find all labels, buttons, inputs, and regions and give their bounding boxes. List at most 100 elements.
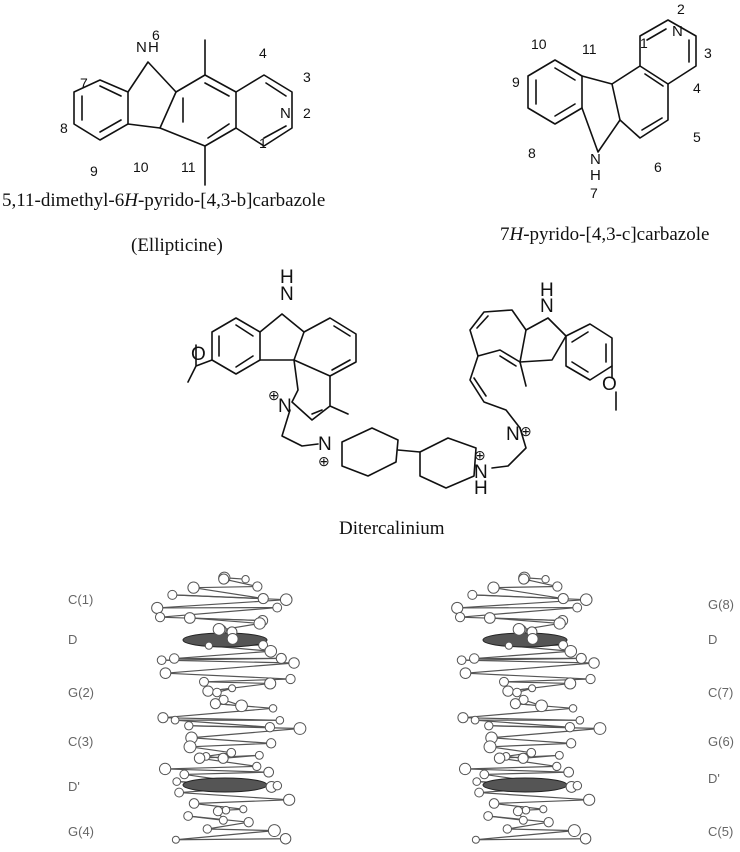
charge-left-2: ⊕ <box>318 453 330 469</box>
atom-ball <box>456 655 467 666</box>
ellipticine-structure <box>73 39 293 186</box>
bond-stick <box>494 799 590 805</box>
locant-2: 2 <box>303 105 311 121</box>
atom-ball <box>526 632 539 645</box>
atom-ball <box>183 740 197 754</box>
atom-ball <box>459 667 472 680</box>
atom-ball <box>539 805 548 814</box>
atom-ball <box>564 644 578 658</box>
atom-ball <box>472 777 482 786</box>
atom-ball <box>488 798 500 809</box>
locant-b9: 9 <box>512 74 520 90</box>
bond-stick <box>488 725 600 730</box>
atom-ball <box>188 798 200 809</box>
bond-stick <box>161 659 295 664</box>
atom-ball <box>154 612 166 623</box>
atom-ball <box>212 687 222 698</box>
pyridocarbazole-structure <box>527 19 697 153</box>
bond-stick <box>160 606 278 618</box>
atom-ball <box>158 762 172 776</box>
atom-ball <box>241 575 250 584</box>
bond-stick <box>175 829 275 841</box>
atom-ball <box>593 722 607 735</box>
atom-ball <box>253 617 266 630</box>
atom-ball <box>212 806 224 817</box>
atom-ball <box>512 687 522 698</box>
bond-stick <box>189 742 272 748</box>
charge-right-2: ⊕ <box>474 447 486 463</box>
label-left-c3: C(3) <box>68 734 93 749</box>
bond-stick <box>503 678 591 683</box>
bond-stick <box>488 815 549 823</box>
atom-ball <box>583 793 596 806</box>
atom-ball <box>457 712 469 724</box>
locant-b1: 1 <box>640 35 648 51</box>
atom-ball <box>563 766 575 778</box>
bond-stick <box>493 585 558 589</box>
atom-ball <box>474 787 485 798</box>
label-left-c1: C(1) <box>68 592 93 607</box>
locant-b6: 6 <box>654 159 662 175</box>
bond-stick <box>484 771 569 776</box>
atom-ball <box>267 824 281 838</box>
bond-stick <box>491 727 600 739</box>
atom-ball <box>483 740 497 754</box>
bond-stick <box>193 585 258 589</box>
atom-ball <box>218 815 228 825</box>
atom-ball <box>169 653 180 664</box>
n2b-atom: N <box>672 23 683 40</box>
atom-ball <box>279 593 293 606</box>
label-left-g2: G(2) <box>68 685 94 700</box>
atom-ball <box>575 652 587 664</box>
label-right-c5: C(5) <box>708 824 733 839</box>
bond-stick <box>461 659 595 664</box>
charge-right-1: ⊕ <box>520 423 532 439</box>
locant-b4: 4 <box>693 80 701 96</box>
bond-stick <box>188 815 249 823</box>
n2-atom: N <box>280 105 291 122</box>
atom-ball <box>487 581 500 594</box>
bond-stick <box>507 828 575 832</box>
bond-stick <box>179 791 290 801</box>
label-left-dprime: D' <box>68 779 80 794</box>
atom-ball <box>504 641 513 650</box>
stereo-view-right <box>451 571 607 845</box>
locant-8: 8 <box>60 120 68 136</box>
ellipticine-common-name: (Ellipticine) <box>131 235 223 256</box>
atom-ball <box>263 766 275 778</box>
atom-ball <box>167 589 178 600</box>
atom-ball <box>183 811 193 821</box>
locant-b3: 3 <box>704 45 712 61</box>
label-left-g4: G(4) <box>68 824 94 839</box>
chromophore-d <box>482 632 568 648</box>
atom-ball <box>467 589 478 600</box>
atom-ball <box>202 685 214 697</box>
atom-ball <box>552 581 563 592</box>
atom-ball <box>157 712 169 724</box>
atom-ball <box>585 673 596 685</box>
atom-ball <box>512 622 526 636</box>
atom-ball <box>199 676 209 687</box>
atom-ball <box>471 835 480 844</box>
ditercalinium-n-pip-right: N <box>474 462 488 483</box>
atom-ball <box>479 769 490 780</box>
bond-stick <box>189 617 260 625</box>
bond-stick <box>188 725 300 730</box>
bond-stick <box>499 757 557 768</box>
ellipticine-systematic-name: 5,11-dimethyl-6H-pyrido-[4,3-b]carbazole <box>2 190 325 211</box>
atom-ball <box>483 811 493 821</box>
atom-ball <box>568 704 578 713</box>
atom-ball <box>567 824 581 838</box>
locant-b7: 7 <box>590 185 598 201</box>
atom-ball <box>228 684 237 693</box>
atom-ball <box>204 641 213 650</box>
chromophore-dprime <box>182 777 268 793</box>
atom-ball <box>564 677 577 690</box>
atom-ball <box>557 592 569 605</box>
atom-ball <box>264 677 277 690</box>
bond-stick <box>184 771 269 776</box>
atom-ball <box>275 652 287 664</box>
ditercalinium-n-left: N <box>280 284 294 305</box>
bond-stick <box>165 765 257 770</box>
